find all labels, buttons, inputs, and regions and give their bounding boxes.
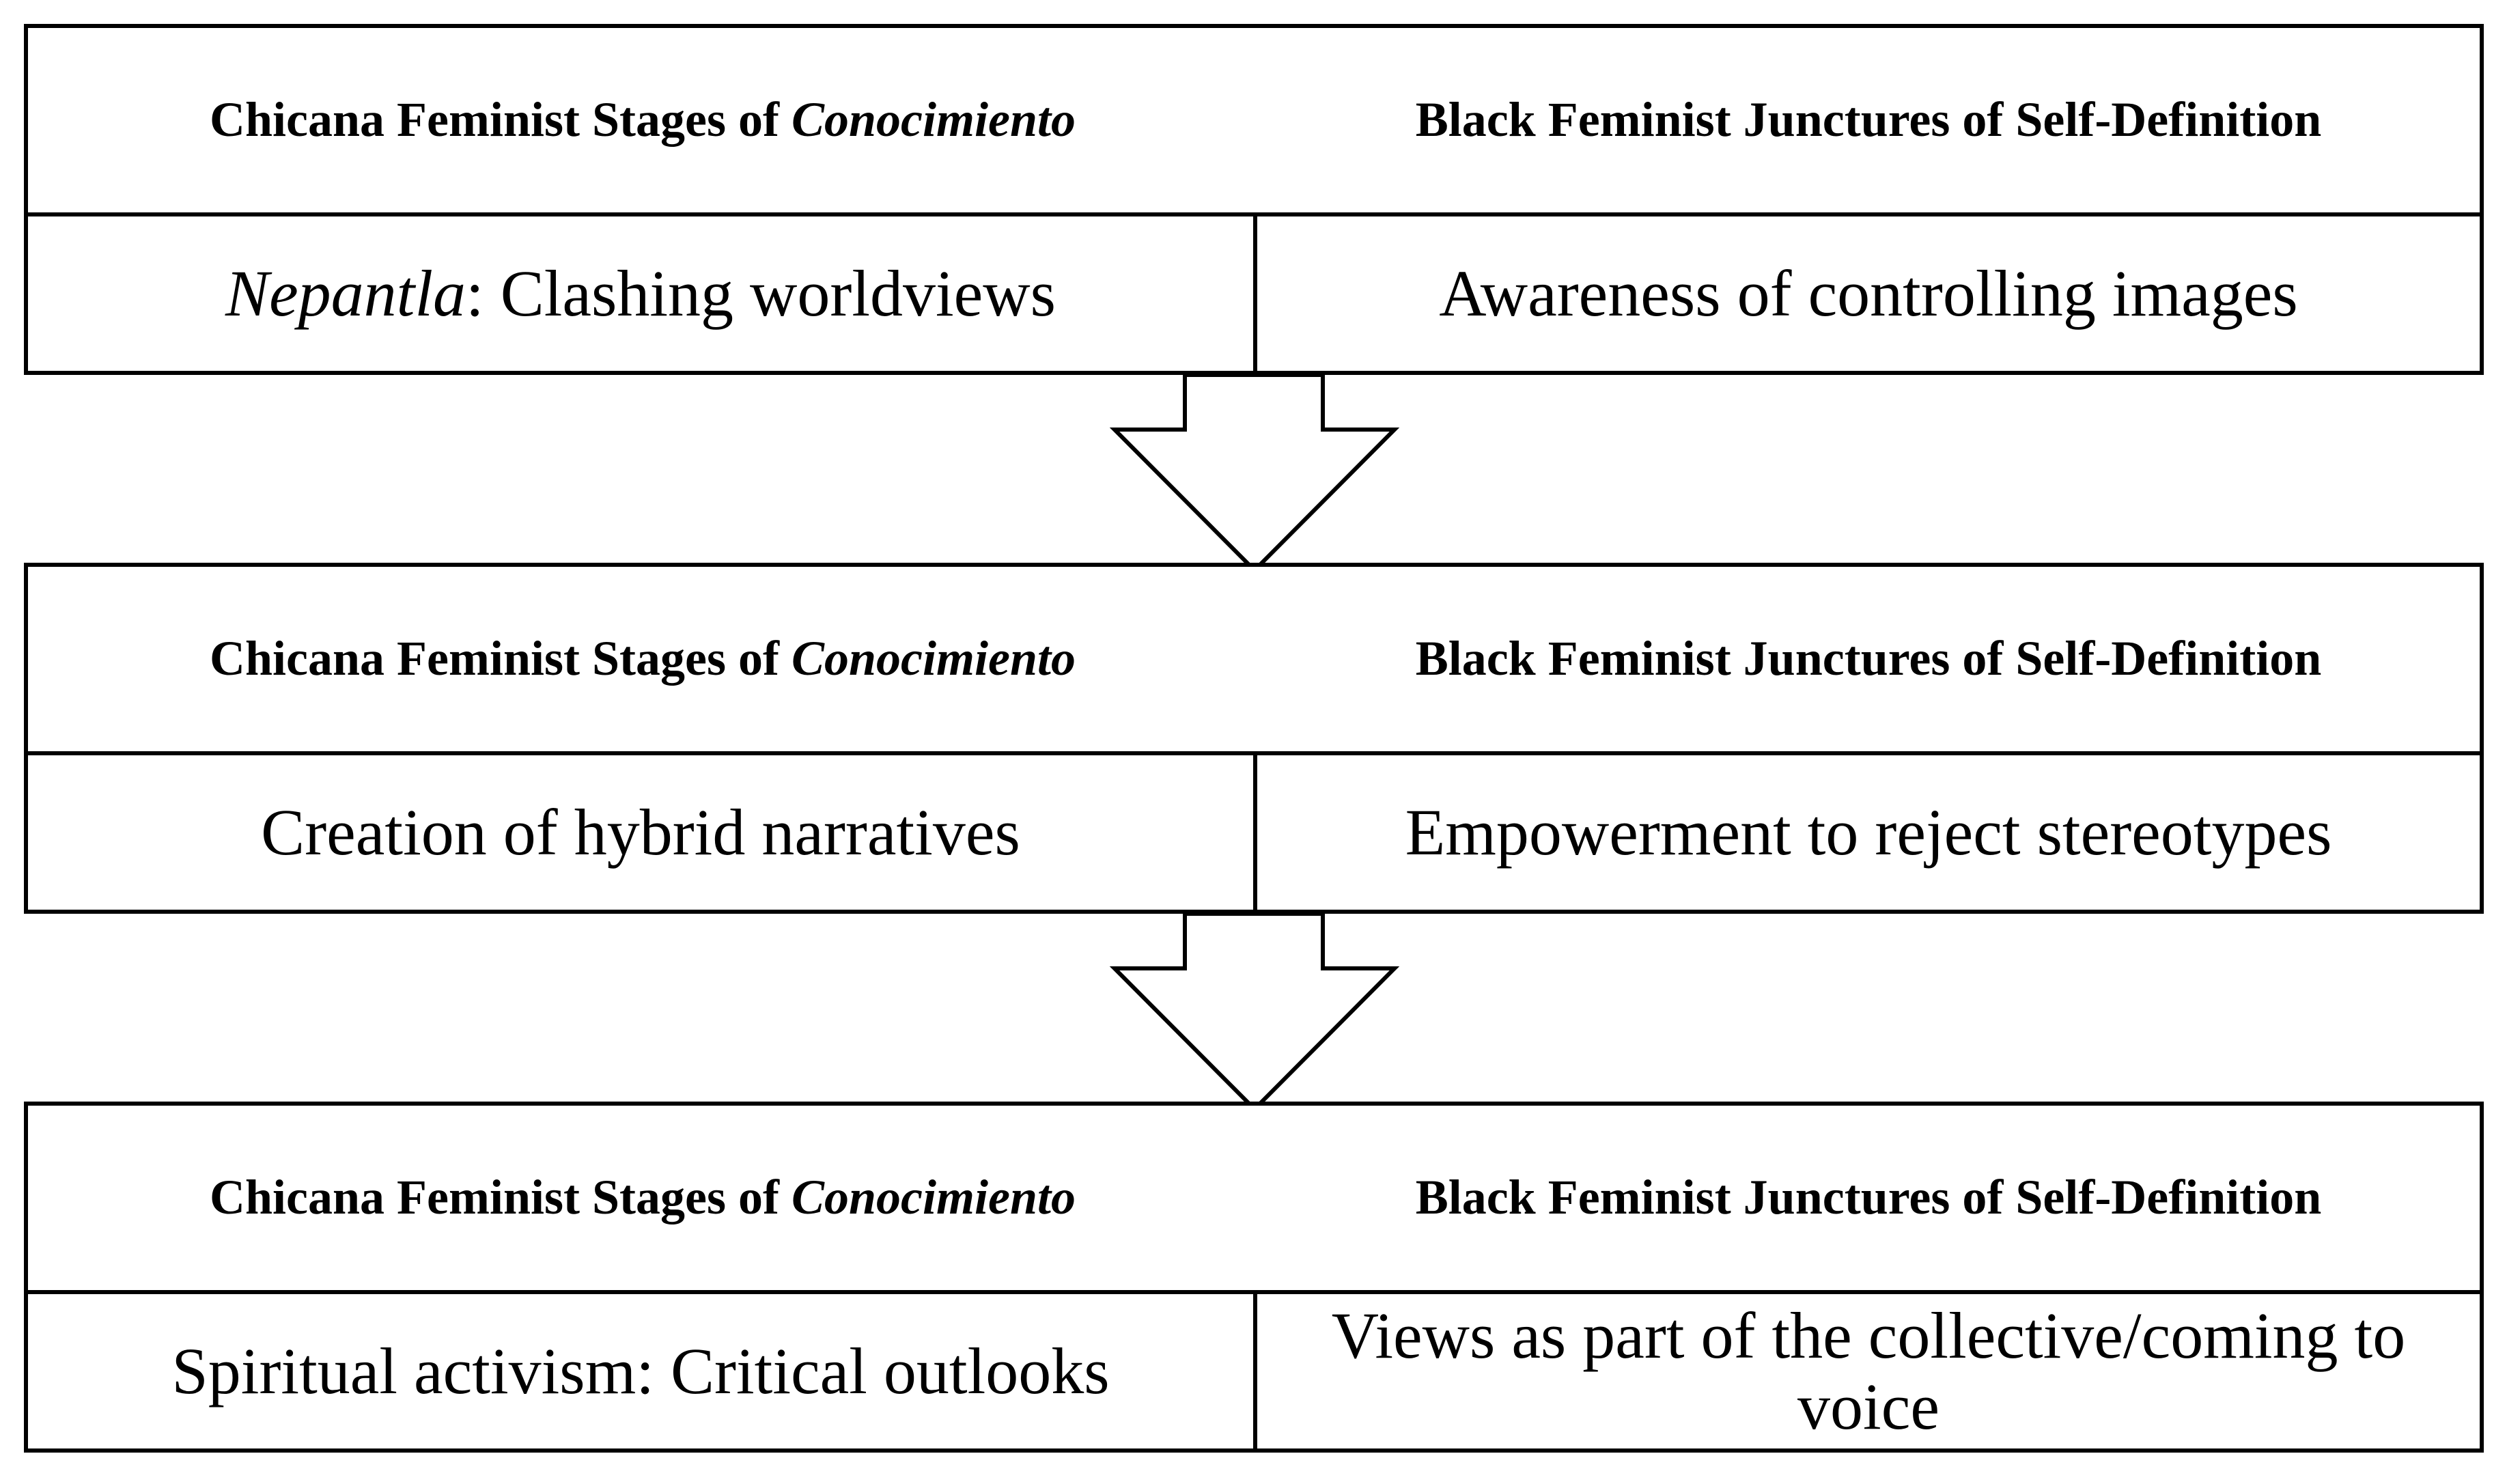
down-arrow-icon [1109,914,1400,1112]
stage-1-box: Chicana Feminist Stages of Conocimiento … [24,24,2484,375]
stage-2-black-feminist-text: Empowerment to reject stereotypes [1405,796,2332,869]
stage-2-header-row: Chicana Feminist Stages of Conocimiento … [28,567,2480,755]
stage-1-header-right: Black Feminist Junctures of Self-Definit… [1257,28,2480,212]
stage-1-body-left: Nepantla: Clashing worldviews [28,216,1257,371]
stage-2-body-row: Creation of hybrid narratives Empowermen… [28,755,2480,910]
chicana-stages-heading: Chicana Feminist Stages of Conocimiento [209,1170,1076,1225]
stage-2-body-right: Empowerment to reject stereotypes [1257,755,2480,910]
stage-1-body-right: Awareness of controlling images [1257,216,2480,371]
chicana-stages-heading: Chicana Feminist Stages of Conocimiento [209,92,1076,148]
black-feminist-junctures-heading: Black Feminist Junctures of Self-Definit… [1415,1170,2322,1225]
stage-2-header-left: Chicana Feminist Stages of Conocimiento [28,567,1257,751]
stage-3-header-row: Chicana Feminist Stages of Conocimiento … [28,1106,2480,1294]
black-feminist-junctures-heading: Black Feminist Junctures of Self-Definit… [1415,631,2322,686]
stage-3-header-left: Chicana Feminist Stages of Conocimiento [28,1106,1257,1290]
black-feminist-junctures-heading: Black Feminist Junctures of Self-Definit… [1415,92,2322,148]
stage-1-header-row: Chicana Feminist Stages of Conocimiento … [28,28,2480,216]
stage-3-black-feminist-text: Views as part of the collective/coming t… [1331,1299,2406,1443]
stage-3-box: Chicana Feminist Stages of Conocimiento … [24,1102,2484,1453]
stage-3-header-right: Black Feminist Junctures of Self-Definit… [1257,1106,2480,1290]
stage-3-body-row: Spiritual activism: Critical outlooks Vi… [28,1294,2480,1448]
down-arrow-icon [1109,375,1400,573]
stage-2-box: Chicana Feminist Stages of Conocimiento … [24,563,2484,914]
stage-3-body-right: Views as part of the collective/coming t… [1257,1294,2480,1448]
stage-2-body-left: Creation of hybrid narratives [28,755,1257,910]
stage-1-chicana-text: Nepantla: Clashing worldviews [225,257,1056,331]
stage-1-body-row: Nepantla: Clashing worldviews Awareness … [28,216,2480,371]
stage-2-chicana-text: Creation of hybrid narratives [261,796,1020,869]
stage-2-header-right: Black Feminist Junctures of Self-Definit… [1257,567,2480,751]
stage-3-body-left: Spiritual activism: Critical outlooks [28,1294,1257,1448]
stage-1-header-left: Chicana Feminist Stages of Conocimiento [28,28,1257,212]
stage-1-black-feminist-text: Awareness of controlling images [1439,257,2298,331]
stage-3-chicana-text: Spiritual activism: Critical outlooks [171,1334,1110,1408]
chicana-stages-heading: Chicana Feminist Stages of Conocimiento [209,631,1076,686]
